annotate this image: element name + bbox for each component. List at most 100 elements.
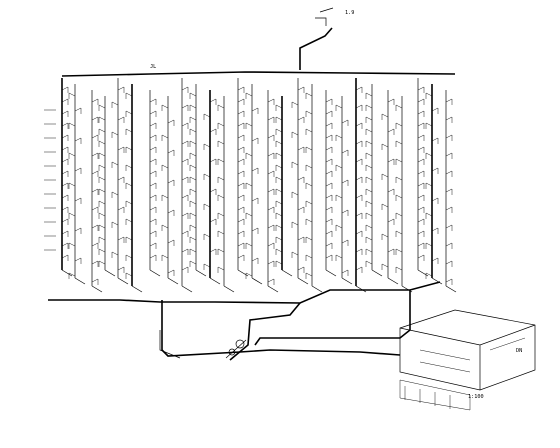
branch-stub (125, 164, 133, 171)
branch-stub (305, 272, 313, 279)
branch-stub (275, 248, 283, 255)
branch-stub (68, 122, 76, 129)
right-connector (254, 290, 411, 346)
branch-stub (181, 230, 189, 237)
branch-stub (341, 149, 349, 156)
branch-stub (267, 116, 275, 123)
branch-stub (355, 194, 363, 201)
branch-stub (61, 158, 69, 165)
branch-stub (167, 149, 175, 156)
branch-stub (425, 242, 433, 249)
branch-stub (217, 266, 225, 273)
branch-stub (74, 197, 82, 204)
branch-stub (425, 92, 433, 99)
branch-stub (209, 188, 217, 195)
branch-stub (251, 197, 259, 204)
branch-stub (365, 260, 373, 267)
branch-stub (445, 260, 453, 267)
riser-tail (237, 269, 249, 277)
branch-stub (189, 236, 197, 243)
branch-stub (117, 236, 125, 243)
branch-stub (275, 164, 283, 171)
branch-stub (325, 230, 333, 237)
branch-stub (267, 134, 275, 141)
branch-stub (395, 212, 403, 219)
branch-stub (91, 224, 99, 231)
branch-stub (237, 194, 245, 201)
branch-stub (417, 206, 425, 213)
branch-stub (335, 134, 343, 141)
branch-stub (417, 146, 425, 153)
branch-stub (117, 266, 125, 273)
branch-stub (431, 257, 439, 264)
branch-stub (355, 212, 363, 219)
branch-stub (417, 134, 425, 141)
branch-stub (251, 257, 259, 264)
branch-stub (417, 254, 425, 261)
branch-stub (111, 101, 119, 108)
branch-stub (167, 209, 175, 216)
branch-stub (98, 128, 106, 135)
branch-stub (189, 200, 197, 207)
branch-stub (181, 212, 189, 219)
riser-tail (387, 277, 399, 285)
branch-stub (209, 98, 217, 105)
branch-stub (125, 146, 133, 153)
branch-stub (189, 260, 197, 267)
branch-stub (209, 128, 217, 135)
branch-stub (167, 179, 175, 186)
branch-stub (297, 176, 305, 183)
branch-stub (125, 110, 133, 117)
branch-stub (149, 206, 157, 213)
branch-stub (203, 113, 211, 120)
branch-stub (297, 86, 305, 93)
branch-stub (431, 197, 439, 204)
branch-stub (209, 218, 217, 225)
branch-stub (189, 104, 197, 111)
branch-stub (245, 182, 253, 189)
branch-stub (305, 236, 313, 243)
branch-stub (68, 272, 76, 279)
branch-stub (98, 236, 106, 243)
branch-stub (417, 98, 425, 105)
branch-stub (61, 182, 69, 189)
branch-stub (305, 200, 313, 207)
branch-stub (291, 191, 299, 198)
branch-stub (91, 170, 99, 177)
branch-stub (365, 188, 373, 195)
branch-stub (181, 86, 189, 93)
branch-stub (149, 110, 157, 117)
branch-stub (91, 188, 99, 195)
branch-stub (125, 218, 133, 225)
branch-stub (125, 236, 133, 243)
branch-stub (355, 140, 363, 147)
branch-stub (425, 212, 433, 219)
branch-stub (381, 113, 389, 120)
branch-stub (203, 143, 211, 150)
branch-stub (267, 170, 275, 177)
branch-stub (275, 236, 283, 243)
branch-stub (111, 221, 119, 228)
branch-stub (237, 254, 245, 261)
branch-stub (305, 182, 313, 189)
branch-stub (149, 122, 157, 129)
branch-stub (431, 167, 439, 174)
branch-stub (217, 140, 225, 147)
branch-stub (245, 122, 253, 129)
branch-stub (245, 272, 253, 279)
riser-tail (195, 269, 207, 277)
branch-stub (237, 134, 245, 141)
branch-stub (189, 152, 197, 159)
branch-stub (365, 140, 373, 147)
branch-stub (395, 158, 403, 165)
branch-stub (325, 242, 333, 249)
branch-stub (61, 110, 69, 117)
branch-stub (189, 116, 197, 123)
branch-stub (161, 254, 169, 261)
scale-note: 1:100 (468, 394, 484, 400)
branch-stub (417, 182, 425, 189)
branch-stub (203, 263, 211, 270)
branch-stub (445, 170, 453, 177)
branch-stub (161, 224, 169, 231)
